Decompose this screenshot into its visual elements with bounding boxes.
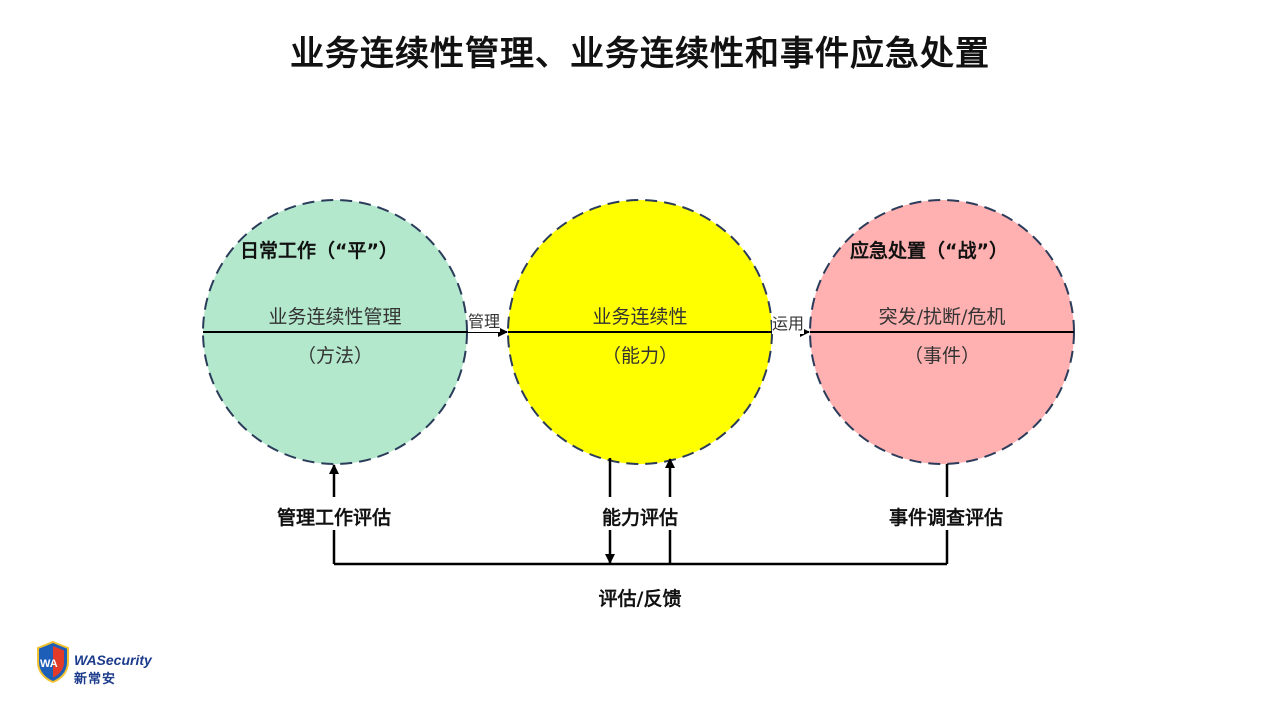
right-circle-heading: 应急处置（“战”） (850, 240, 1008, 262)
arrow-label-manage: 管理 (468, 308, 501, 332)
capability-evaluation-label: 能力评估 (601, 507, 679, 529)
left-circle-heading: 日常工作（“平”） (240, 240, 398, 262)
feedback-label: 评估/反馈 (598, 588, 682, 610)
logo-brand-text: WASecurity (74, 652, 152, 668)
right-circle-line1: 突发/扰断/危机 (878, 306, 1006, 328)
right-circle-line2: （事件） (903, 345, 981, 367)
page-title: 业务连续性管理、业务连续性和事件应急处置 (290, 34, 990, 74)
shield-icon: WA (37, 640, 69, 684)
incident-investigation-label: 事件调查评估 (888, 507, 1004, 529)
left-circle-line2: （方法） (296, 345, 374, 367)
left-circle-line1: 业务连续性管理 (268, 306, 402, 328)
svg-text:WA: WA (40, 658, 58, 670)
company-logo: WA WASecurity 新常安 (36, 640, 152, 687)
arrow-label-apply: 运用 (772, 310, 805, 334)
logo-sub-text: 新常安 (74, 672, 117, 687)
management-evaluation-label: 管理工作评估 (276, 507, 392, 529)
middle-circle-line2: （能力） (601, 345, 679, 367)
middle-circle-line1: 业务连续性 (592, 306, 688, 328)
